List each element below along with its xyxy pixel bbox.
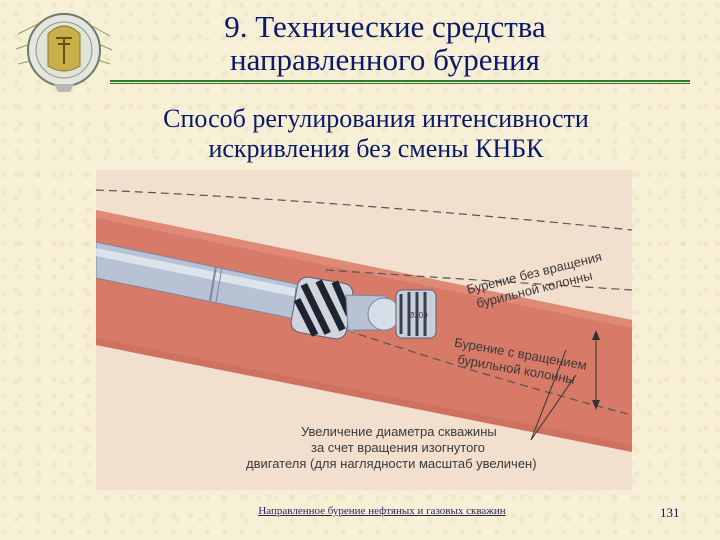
slide-subtitle: Способ регулирования интенсивности искри… <box>96 104 656 164</box>
drill-bit: Ø300 <box>396 290 436 338</box>
stabilizer <box>290 276 355 341</box>
title-underline <box>110 80 690 84</box>
caption-line2: за счет вращения изогнутого <box>311 440 485 455</box>
footer-text: Направленное бурение нефтяных и газовых … <box>232 505 532 517</box>
slide-title: 9. Технические средства направленного бу… <box>150 10 620 76</box>
page-number: 131 <box>660 505 680 521</box>
caption-line3: двигателя (для наглядности масштаб увели… <box>246 456 537 471</box>
bit-marking: Ø300 <box>408 311 428 320</box>
university-emblem-icon <box>8 4 120 96</box>
caption-line1: Увеличение диаметра скважины <box>301 424 497 439</box>
drilling-illustration: Ø300 Бурение без вращения бурильной коло… <box>96 170 632 490</box>
